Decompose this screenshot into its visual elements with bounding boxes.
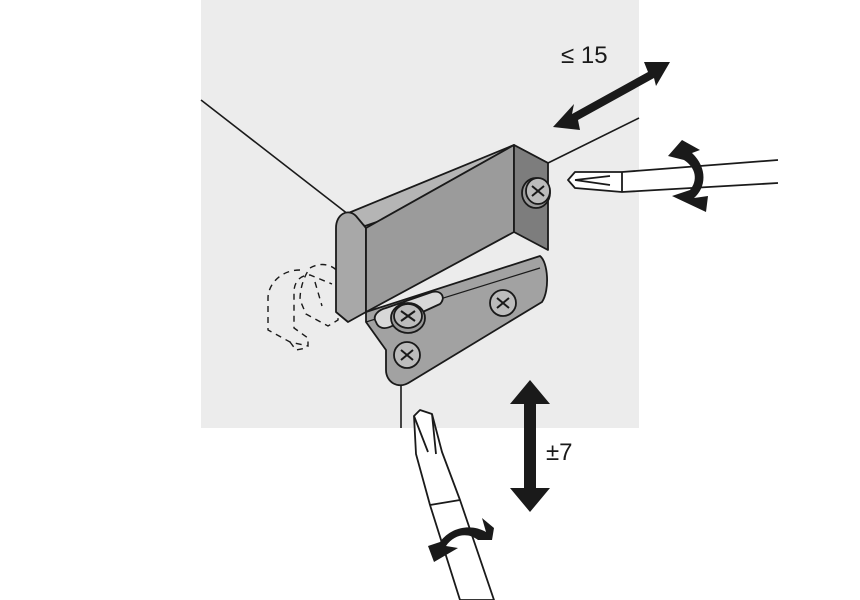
- hinge-bracket: [335, 144, 549, 387]
- screw-right: [489, 289, 517, 317]
- double-arrow-icon: [553, 62, 670, 130]
- rotate-arrow-icon: [428, 518, 494, 562]
- double-arrow-icon: [510, 380, 550, 512]
- phillips-screwdriver-icon: [567, 159, 779, 193]
- height-adjustment-label: ±7: [546, 439, 573, 466]
- depth-adjustment-label: ≤ 15: [561, 42, 608, 69]
- bracket-left-wing: [335, 211, 367, 323]
- phillips-screwdriver-icon: [413, 409, 495, 600]
- mounting-plate-outline: [267, 263, 339, 351]
- screw-top: [521, 177, 551, 209]
- screw-slot: [390, 302, 426, 334]
- rotate-arrow-icon: [668, 140, 708, 212]
- screws: [390, 177, 551, 369]
- screw-bottom: [393, 341, 421, 369]
